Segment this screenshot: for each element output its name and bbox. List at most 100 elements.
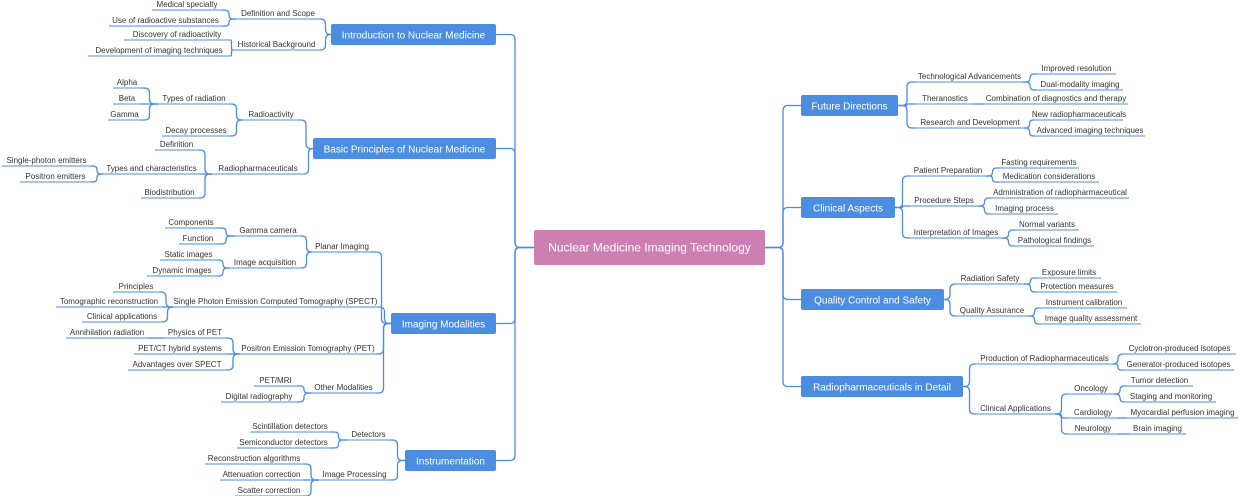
topic-radioactivity[interactable]: Radioactivity [243, 110, 299, 121]
branch-radiopharmaceuticals-in-detail[interactable]: Radiopharmaceuticals in Detail [801, 376, 963, 397]
connector-line [330, 439, 347, 449]
topic-fasting-requirements[interactable]: Fasting requirements [999, 158, 1079, 169]
topic-exposure-limits[interactable]: Exposure limits [1037, 268, 1101, 279]
topic-historical-background[interactable]: Historical Background [233, 40, 320, 51]
topic-function[interactable]: Function [179, 234, 217, 245]
topic-planar-imaging[interactable]: Planar Imaging [312, 242, 372, 253]
connector-line [1055, 393, 1068, 415]
topic-biodistribution[interactable]: Biodistribution [141, 188, 198, 199]
topic-single-photon-emission-computed-tomography-spect[interactable]: Single Photon Emission Computed Tomograp… [173, 297, 378, 308]
connector-line [1113, 363, 1123, 371]
topic-production-of-radiopharmaceuticals[interactable]: Production of Radiopharmaceuticals [976, 354, 1113, 365]
topic-procedure-steps[interactable]: Procedure Steps [910, 196, 978, 207]
topic-gamma[interactable]: Gamma [108, 110, 141, 121]
topic-digital-radiography[interactable]: Digital radiography [221, 392, 297, 403]
topic-types-and-characteristics[interactable]: Types and characteristics [103, 164, 200, 175]
topic-advantages-over-spect[interactable]: Advantages over SPECT [128, 360, 226, 371]
topic-discovery-of-radioactivity[interactable]: Discovery of radioactivity [124, 30, 230, 41]
topic-label: Cyclotron-produced isotopes [1129, 344, 1231, 353]
topic-positron-emission-tomography-pet[interactable]: Positron Emission Tomography (PET) [240, 344, 376, 355]
topic-staging-and-monitoring[interactable]: Staging and monitoring [1126, 392, 1216, 403]
topic-dual-modality-imaging[interactable]: Dual-modality imaging [1037, 80, 1123, 91]
central-topic[interactable]: Nuclear Medicine Imaging Technology [534, 230, 765, 265]
topic-brain-imaging[interactable]: Brain imaging [1129, 424, 1186, 435]
topic-annihilation-radiation[interactable]: Annihilation radiation [66, 328, 148, 339]
topic-radiation-safety[interactable]: Radiation Safety [956, 274, 1024, 285]
topic-pet-mri[interactable]: PET/MRI [254, 376, 297, 387]
topic-physics-of-pet[interactable]: Physics of PET [164, 328, 226, 339]
topic-label: Administration of radiopharmaceutical [993, 188, 1127, 197]
topic-semiconductor-detectors[interactable]: Semiconductor detectors [237, 438, 330, 449]
topic-research-and-development[interactable]: Research and Development [916, 118, 1024, 129]
branch-imaging-modalities[interactable]: Imaging Modalities [391, 313, 496, 334]
topic-tumor-detection[interactable]: Tumor detection [1126, 376, 1193, 387]
topic-advanced-imaging-techniques[interactable]: Advanced imaging techniques [1035, 126, 1145, 137]
topic-generator-produced-isotopes[interactable]: Generator-produced isotopes [1123, 360, 1234, 371]
topic-label: Other Modalities [314, 383, 372, 392]
branch-future-directions[interactable]: Future Directions [801, 95, 898, 116]
topic-imaging-process[interactable]: Imaging process [991, 204, 1058, 215]
topic-tomographic-reconstruction[interactable]: Tomographic reconstruction [56, 297, 162, 308]
topic-scatter-correction[interactable]: Scatter correction [235, 486, 303, 496]
topic-administration-of-radiopharmaceutical[interactable]: Administration of radiopharmaceutical [991, 188, 1129, 199]
topic-gamma-camera[interactable]: Gamma camera [235, 226, 301, 237]
topic-static-images[interactable]: Static images [160, 250, 217, 261]
topic-patient-preparation[interactable]: Patient Preparation [910, 166, 986, 177]
topic-neurology[interactable]: Neurology [1068, 424, 1118, 435]
topic-normal-variants[interactable]: Normal variants [1015, 220, 1079, 231]
topic-principles[interactable]: Principles [113, 282, 159, 293]
branch-clinical-aspects[interactable]: Clinical Aspects [801, 197, 895, 218]
topic-quality-assurance[interactable]: Quality Assurance [956, 306, 1028, 317]
topic-definition[interactable]: Definition [155, 140, 198, 151]
topic-image-acquisition[interactable]: Image acquisition [229, 258, 301, 269]
topic-label: Static images [164, 250, 212, 259]
topic-cardiology[interactable]: Cardiology [1068, 408, 1118, 419]
topic-development-of-imaging-techniques[interactable]: Development of imaging techniques [88, 46, 230, 57]
topic-clinical-applications[interactable]: Clinical Applications [976, 404, 1055, 415]
topic-new-radiopharmaceuticals[interactable]: New radiopharmaceuticals [1032, 110, 1126, 121]
topic-other-modalities[interactable]: Other Modalities [311, 383, 376, 394]
topic-beta[interactable]: Beta [113, 94, 141, 105]
topic-improved-resolution[interactable]: Improved resolution [1037, 64, 1116, 75]
topic-single-photon-emitters[interactable]: Single-photon emitters [2, 156, 91, 167]
connector-line [320, 18, 331, 36]
branch-instrumentation[interactable]: Instrumentation [405, 450, 496, 471]
topic-use-of-radioactive-substances[interactable]: Use of radioactive substances [109, 16, 222, 27]
connector-line [303, 147, 314, 175]
topic-label: Generator-produced isotopes [1126, 360, 1230, 369]
topic-dynamic-images[interactable]: Dynamic images [147, 266, 217, 277]
topic-detectors[interactable]: Detectors [347, 430, 390, 441]
branch-introduction-to-nuclear-medicine[interactable]: Introduction to Nuclear Medicine [331, 24, 496, 45]
topic-label: Interpretation of Images [914, 228, 999, 237]
topic-combination-of-diagnostics-and-therapy[interactable]: Combination of diagnostics and therapy [984, 94, 1128, 105]
topic-protection-measures[interactable]: Protection measures [1037, 282, 1117, 293]
topic-technological-advancements[interactable]: Technological Advancements [916, 72, 1023, 83]
topic-oncology[interactable]: Oncology [1068, 384, 1114, 395]
topic-cyclotron-produced-isotopes[interactable]: Cyclotron-produced isotopes [1123, 344, 1236, 355]
topic-alpha[interactable]: Alpha [113, 78, 141, 89]
topic-scintillation-detectors[interactable]: Scintillation detectors [250, 422, 330, 433]
topic-types-of-radiation[interactable]: Types of radiation [158, 94, 230, 105]
branch-basic-principles-of-nuclear-medicine[interactable]: Basic Principles of Nuclear Medicine [313, 138, 496, 159]
topic-definition-and-scope[interactable]: Definition and Scope [236, 9, 320, 20]
topic-decay-processes[interactable]: Decay processes [162, 126, 230, 137]
topic-instrument-calibration[interactable]: Instrument calibration [1041, 298, 1127, 309]
topic-medication-considerations[interactable]: Medication considerations [999, 172, 1099, 183]
branch-quality-control-and-safety[interactable]: Quality Control and Safety [801, 289, 944, 310]
topic-image-processing[interactable]: Image Processing [319, 470, 390, 481]
topic-medical-specialty[interactable]: Medical specialty [152, 0, 222, 11]
topic-clinical-applications[interactable]: Clinical applications [82, 312, 162, 323]
topic-radiopharmaceuticals[interactable]: Radiopharmaceuticals [212, 164, 304, 175]
topic-pet-ct-hybrid-systems[interactable]: PET/CT hybrid systems [134, 344, 226, 355]
topic-pathological-findings[interactable]: Pathological findings [1015, 236, 1094, 247]
topic-image-quality-assessment[interactable]: Image quality assessment [1041, 314, 1141, 325]
topic-interpretation-of-images[interactable]: Interpretation of Images [910, 228, 1002, 239]
topic-myocardial-perfusion-imaging[interactable]: Myocardial perfusion imaging [1127, 408, 1238, 419]
topic-components[interactable]: Components [165, 218, 217, 229]
topic-positron-emitters[interactable]: Positron emitters [20, 172, 91, 183]
connector-line [141, 87, 158, 105]
topic-theranostics[interactable]: Theranostics [916, 94, 974, 105]
topic-reconstruction-algorithms[interactable]: Reconstruction algorithms [205, 454, 303, 465]
topic-attenuation-correction[interactable]: Attenuation correction [220, 470, 303, 481]
connector-line [372, 251, 391, 325]
